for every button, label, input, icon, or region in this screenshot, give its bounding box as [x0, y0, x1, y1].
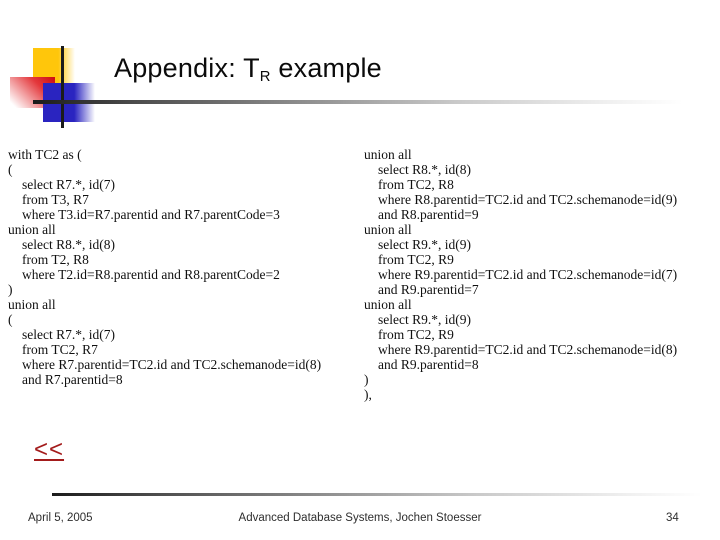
code-line: where R8.parentid=TC2.id and TC2.scheman… [378, 192, 678, 207]
code-line: union all [364, 147, 412, 162]
code-line: where R9.parentid=TC2.id and TC2.scheman… [378, 267, 678, 282]
code-line: from TC2, R9 [378, 252, 454, 267]
code-line: where R9.parentid=TC2.id and TC2.scheman… [378, 342, 678, 357]
code-line: union all [364, 297, 412, 312]
code-line: select R9.*, id(9) [378, 237, 471, 252]
code-line: with TC2 as ( [8, 147, 82, 162]
code-line: select R8.*, id(8) [22, 237, 115, 252]
code-line: where T2.id=R8.parentid and R8.parentCod… [22, 267, 280, 282]
back-link[interactable]: << [34, 436, 65, 463]
code-line: ) [364, 372, 369, 387]
code-line: ( [8, 312, 13, 327]
code-line: ( [8, 162, 13, 177]
title-divider-line [33, 100, 683, 104]
code-line: select R9.*, id(9) [378, 312, 471, 327]
code-line: from TC2, R7 [22, 342, 98, 357]
sql-code-left-column: with TC2 as ((select R7.*, id(7)from T3,… [8, 147, 321, 387]
code-line: and R9.parentid=7 [378, 282, 479, 297]
footer-divider-line [52, 493, 702, 496]
code-line: where T3.id=R7.parentid and R7.parentCod… [22, 207, 280, 222]
title-text-main: Appendix: T [114, 53, 260, 83]
code-line: ) [8, 282, 13, 297]
code-line: from T2, R8 [22, 252, 89, 267]
code-line: ), [364, 387, 372, 402]
slide-title: Appendix: TR example [114, 53, 382, 92]
code-line: where R7.parentid=TC2.id and TC2.scheman… [22, 357, 322, 372]
code-line: and R7.parentid=8 [22, 372, 123, 387]
title-text-tail: example [270, 53, 382, 83]
code-line: from TC2, R9 [378, 327, 454, 342]
code-line: union all [364, 222, 412, 237]
logo-vertical-line [61, 46, 64, 128]
code-line: from T3, R7 [22, 192, 89, 207]
footer-date: April 5, 2005 [28, 512, 93, 524]
code-line: union all [8, 297, 56, 312]
code-line: from TC2, R8 [378, 177, 454, 192]
title-subscript: R [259, 69, 271, 86]
footer-slide-number: 34 [666, 512, 679, 524]
code-line: and R8.parentid=9 [378, 207, 479, 222]
code-line: select R7.*, id(7) [22, 327, 115, 342]
footer-course-title: Advanced Database Systems, Jochen Stoess… [238, 512, 482, 524]
code-line: select R8.*, id(8) [378, 162, 471, 177]
code-line: union all [8, 222, 56, 237]
code-line: select R7.*, id(7) [22, 177, 115, 192]
code-line: and R9.parentid=8 [378, 357, 479, 372]
